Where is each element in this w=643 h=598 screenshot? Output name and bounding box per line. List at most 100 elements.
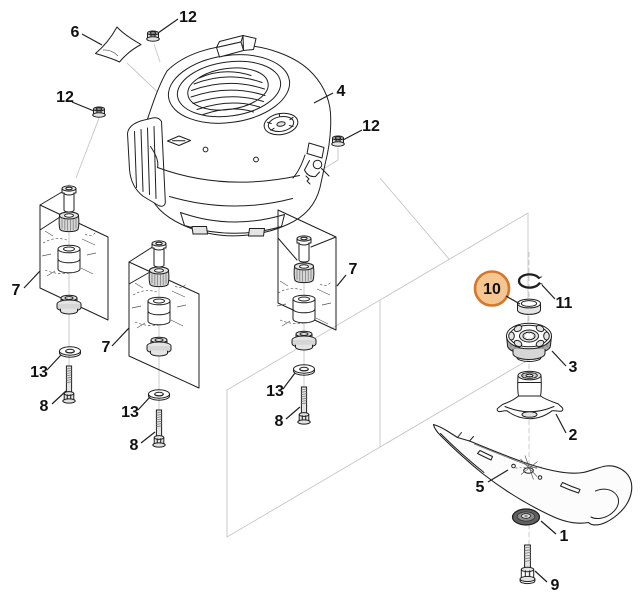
part-hotspot-10[interactable]: 10 bbox=[473, 270, 521, 307]
snap-ring bbox=[517, 273, 543, 289]
part-hotspot-12[interactable]: 12 bbox=[342, 118, 380, 141]
part-label: 7 bbox=[12, 282, 21, 299]
leader-line bbox=[81, 33, 103, 46]
leader-line bbox=[342, 129, 363, 141]
part-hotspot-7[interactable]: 7 bbox=[102, 327, 130, 356]
part-label: 12 bbox=[56, 89, 74, 106]
part-label: 13 bbox=[121, 404, 139, 421]
leader-line bbox=[534, 570, 548, 583]
grommet bbox=[291, 330, 317, 351]
part-hotspot-13[interactable]: 13 bbox=[121, 396, 151, 421]
leader-line bbox=[46, 354, 62, 371]
part-label: 6 bbox=[71, 24, 80, 41]
part-label: 7 bbox=[102, 339, 111, 356]
blade-assembly bbox=[432, 273, 633, 585]
damper-bushing bbox=[58, 211, 80, 233]
damper-assembly-2 bbox=[128, 240, 200, 448]
part-hotspot-7[interactable]: 7 bbox=[336, 261, 358, 287]
part-label: 8 bbox=[275, 413, 284, 430]
leader-line bbox=[541, 284, 556, 300]
part-label: 3 bbox=[569, 359, 578, 376]
damper-assembly-1 bbox=[39, 185, 109, 404]
engine bbox=[127, 35, 332, 237]
part-hotspot-11[interactable]: 11 bbox=[541, 284, 573, 312]
cloth bbox=[95, 26, 142, 63]
blade-washer bbox=[511, 508, 541, 526]
spacer-sleeve bbox=[296, 235, 312, 263]
part-label: 2 bbox=[569, 427, 578, 444]
hex-nut-top bbox=[146, 30, 160, 42]
engine-bracket bbox=[216, 35, 257, 58]
carburetor-linkage bbox=[304, 142, 330, 185]
part-hotspot-1[interactable]: 1 bbox=[540, 520, 569, 545]
part-hotspot-3[interactable]: 3 bbox=[551, 350, 578, 376]
part-hotspot-4[interactable]: 4 bbox=[313, 83, 346, 104]
part-hotspot-8[interactable]: 8 bbox=[130, 431, 156, 454]
blade-bolt bbox=[519, 544, 536, 585]
part-label: 9 bbox=[551, 577, 560, 594]
leader-line bbox=[140, 431, 156, 444]
pulley bbox=[506, 322, 552, 362]
part-hotspot-12[interactable]: 12 bbox=[157, 9, 197, 34]
leader-line bbox=[51, 390, 67, 405]
part-label: 1 bbox=[560, 528, 569, 545]
part-label: 4 bbox=[337, 83, 346, 100]
leader-line bbox=[487, 469, 509, 483]
part-hotspot-6[interactable]: 6 bbox=[71, 24, 103, 46]
part-hotspot-2[interactable]: 2 bbox=[555, 413, 578, 444]
leader-line bbox=[71, 101, 95, 112]
washer bbox=[59, 346, 81, 358]
leader-line bbox=[23, 270, 41, 289]
part-hotspot-9[interactable]: 9 bbox=[534, 570, 560, 594]
grommet bbox=[146, 336, 172, 357]
part-hotspot-7[interactable]: 7 bbox=[12, 270, 41, 299]
leader-line bbox=[336, 274, 347, 287]
hex-nut-left bbox=[92, 106, 106, 118]
part-hotspot-8[interactable]: 8 bbox=[275, 406, 301, 430]
part-label: 13 bbox=[30, 364, 48, 381]
brand-logo bbox=[167, 135, 191, 146]
labels-layer: 12 6 12 4 12 7 7 7 13 8 13 8 13 8 10 11 3 2 5 1 9 bbox=[12, 9, 578, 594]
part-hotspot-5[interactable]: 5 bbox=[476, 469, 509, 496]
washer bbox=[293, 364, 315, 376]
part-hotspot-13[interactable]: 13 bbox=[266, 372, 296, 400]
leader-line bbox=[540, 520, 557, 535]
leader-line bbox=[555, 413, 567, 434]
seal-ring bbox=[517, 298, 541, 315]
part-label: 10 bbox=[483, 281, 501, 298]
hex-nut-right bbox=[331, 135, 345, 147]
part-label: 8 bbox=[40, 398, 49, 415]
mounting-bolt bbox=[152, 409, 166, 448]
part-hotspot-8[interactable]: 8 bbox=[40, 390, 67, 415]
part-label: 7 bbox=[349, 261, 358, 278]
blade-adapter bbox=[496, 370, 564, 420]
leader-line bbox=[505, 295, 521, 305]
part-label: 11 bbox=[556, 295, 573, 312]
part-label: 8 bbox=[130, 437, 139, 454]
leader-line bbox=[313, 92, 334, 104]
mower-blade bbox=[432, 423, 633, 526]
leader-line bbox=[137, 396, 151, 411]
leader-line bbox=[551, 350, 567, 367]
damper-bushing bbox=[293, 262, 315, 284]
mounting-bolt bbox=[62, 365, 76, 404]
leader-line bbox=[282, 372, 296, 390]
part-hotspot-13[interactable]: 13 bbox=[30, 354, 62, 381]
part-label: 12 bbox=[179, 9, 197, 26]
selected-part-highlight bbox=[473, 270, 511, 307]
leader-line bbox=[157, 18, 179, 34]
damper-assembly-3 bbox=[276, 209, 337, 425]
leader-line bbox=[285, 406, 301, 420]
leader-line bbox=[111, 327, 130, 347]
part-label: 12 bbox=[362, 118, 380, 135]
spacer-sleeve bbox=[61, 185, 77, 213]
spacer-sleeve bbox=[151, 240, 167, 268]
muffler-guard bbox=[127, 117, 166, 207]
fuel-cap bbox=[263, 112, 299, 136]
part-hotspot-12[interactable]: 12 bbox=[56, 89, 95, 112]
damper-bushing bbox=[148, 266, 170, 288]
washer bbox=[148, 389, 170, 401]
part-label: 5 bbox=[476, 479, 485, 496]
